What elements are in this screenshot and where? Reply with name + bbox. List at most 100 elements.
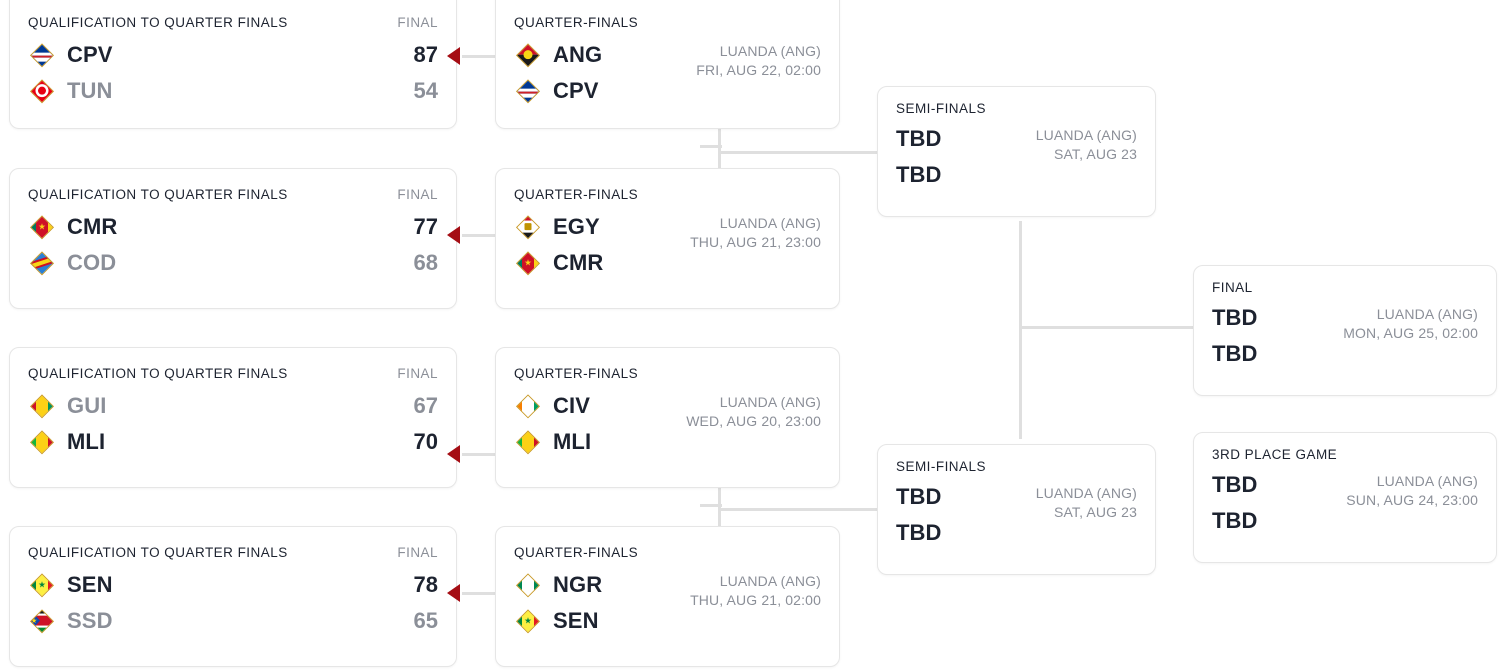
team-row: TBD — [1212, 303, 1258, 333]
team-abbr: CMR — [553, 250, 604, 275]
team-row[interactable]: GUI — [28, 391, 106, 421]
winner-arrow-icon — [447, 47, 460, 65]
team-row[interactable]: CPV — [514, 76, 602, 106]
score-row: 54 — [414, 76, 438, 106]
datetime: SUN, AUG 24, 23:00 — [1346, 492, 1478, 508]
match-card-quarter-final-2[interactable]: QUARTER-FINALS EGY CMR LUANDA (ANG) THU,… — [495, 168, 840, 309]
team-row[interactable]: CMR — [514, 248, 603, 278]
score-row: 70 — [414, 427, 438, 457]
team-row[interactable]: SEN — [28, 570, 113, 600]
score-list: 77 68 — [414, 212, 438, 278]
card-title: SEMI-FINALS — [896, 459, 986, 474]
team-abbr: NGR — [553, 572, 603, 597]
match-card-quarter-final-4[interactable]: QUARTER-FINALS NGR SEN LUANDA (ANG) THU,… — [495, 526, 840, 667]
card-header: QUALIFICATION TO QUARTER FINALS FINAL — [10, 527, 456, 560]
team-abbr: TBD — [1212, 472, 1258, 497]
match-card-quarter-final-3[interactable]: QUARTER-FINALS CIV MLI LUANDA (ANG) WED,… — [495, 347, 840, 488]
venue: LUANDA (ANG) — [719, 394, 821, 410]
team-row: TBD — [896, 482, 942, 512]
card-header: QUARTER-FINALS — [496, 348, 839, 381]
flag-icon-ngr — [514, 573, 542, 597]
card-body: EGY CMR LUANDA (ANG) THU, AUG 21, 23:00 — [496, 202, 839, 294]
score-column-header: FINAL — [397, 545, 438, 560]
score-row: 78 — [414, 570, 438, 600]
team-row[interactable]: CIV — [514, 391, 591, 421]
team-abbr: MLI — [67, 429, 106, 454]
card-body: CIV MLI LUANDA (ANG) WED, AUG 20, 23:00 — [496, 381, 839, 473]
card-title: QUALIFICATION TO QUARTER FINALS — [28, 15, 288, 30]
card-title: QUARTER-FINALS — [514, 15, 639, 30]
card-body: TBD TBD LUANDA (ANG) MON, AUG 25, 02:00 — [1194, 295, 1496, 385]
match-card-qualification-1[interactable]: QUALIFICATION TO QUARTER FINALS FINAL CP… — [9, 0, 457, 129]
team-row[interactable]: SEN — [514, 606, 602, 636]
match-card-final[interactable]: FINAL TBD TBD LUANDA (ANG) MON, AUG 25, … — [1193, 265, 1497, 396]
team-abbr: EGY — [553, 214, 600, 239]
score-row: 65 — [414, 606, 438, 636]
venue: LUANDA (ANG) — [719, 573, 821, 589]
score-row: 77 — [414, 212, 438, 242]
team-row[interactable]: CPV — [28, 40, 113, 70]
card-body: CPV TUN 87 54 — [10, 30, 456, 122]
flag-icon-civ — [514, 394, 542, 418]
match-card-qualification-3[interactable]: QUALIFICATION TO QUARTER FINALS FINAL GU… — [9, 347, 457, 488]
match-card-quarter-final-1[interactable]: QUARTER-FINALS ANG CPV LUANDA (ANG) FRI,… — [495, 0, 840, 129]
team-row[interactable]: TUN — [28, 76, 113, 106]
team-row[interactable]: ANG — [514, 40, 602, 70]
match-card-qualification-4[interactable]: QUALIFICATION TO QUARTER FINALS FINAL SE… — [9, 526, 457, 667]
team-abbr: TBD — [896, 162, 942, 187]
connector-qf3-qf4-join — [718, 487, 721, 539]
team-abbr: TBD — [896, 484, 942, 509]
flag-icon-ang — [514, 43, 542, 67]
match-card-semi-final-2[interactable]: SEMI-FINALS TBD TBD LUANDA (ANG) SAT, AU… — [877, 444, 1156, 575]
winner-arrow-icon — [447, 584, 460, 602]
team-row[interactable]: COD — [28, 248, 117, 278]
team-row: TBD — [896, 518, 942, 548]
flag-icon-cod — [28, 251, 56, 275]
card-header: QUALIFICATION TO QUARTER FINALS FINAL — [10, 0, 456, 30]
card-header: QUALIFICATION TO QUARTER FINALS FINAL — [10, 348, 456, 381]
team-abbr: ANG — [553, 42, 603, 67]
team-row: TBD — [1212, 339, 1258, 369]
team-row[interactable]: MLI — [514, 427, 591, 457]
card-title: QUALIFICATION TO QUARTER FINALS — [28, 545, 288, 560]
flag-icon-mli — [514, 430, 542, 454]
datetime: SAT, AUG 23 — [1054, 146, 1137, 162]
team-score: 78 — [413, 572, 438, 597]
score-row: 87 — [414, 40, 438, 70]
match-card-third-place[interactable]: 3RD PLACE GAME TBD TBD LUANDA (ANG) SUN,… — [1193, 432, 1497, 563]
team-abbr: CPV — [67, 42, 113, 67]
flag-icon-sen — [514, 609, 542, 633]
team-score: 65 — [413, 608, 438, 633]
match-card-qualification-2[interactable]: QUALIFICATION TO QUARTER FINALS FINAL CM… — [9, 168, 457, 309]
team-abbr: CPV — [553, 78, 599, 103]
connector-qf1-out — [700, 145, 722, 148]
card-title: QUALIFICATION TO QUARTER FINALS — [28, 187, 288, 202]
team-list: TBD TBD — [896, 124, 942, 190]
card-body: SEN SSD 78 65 — [10, 560, 456, 652]
match-meta: LUANDA (ANG) SAT, AUG 23 — [1036, 482, 1137, 520]
connector-qual1-to-qf1 — [462, 55, 497, 58]
datetime: MON, AUG 25, 02:00 — [1343, 325, 1478, 341]
team-row[interactable]: MLI — [28, 427, 106, 457]
team-row[interactable]: EGY — [514, 212, 603, 242]
venue: LUANDA (ANG) — [719, 215, 821, 231]
team-row[interactable]: CMR — [28, 212, 117, 242]
flag-icon-ssd — [28, 609, 56, 633]
card-body: TBD TBD LUANDA (ANG) SAT, AUG 23 — [878, 116, 1155, 206]
match-card-semi-final-1[interactable]: SEMI-FINALS TBD TBD LUANDA (ANG) SAT, AU… — [877, 86, 1156, 217]
team-row[interactable]: SSD — [28, 606, 113, 636]
connector-qual2-to-qf2 — [462, 234, 497, 237]
card-header: 3RD PLACE GAME — [1194, 433, 1496, 462]
card-title: QUARTER-FINALS — [514, 366, 639, 381]
team-abbr: TBD — [1212, 305, 1258, 330]
flag-icon-cpv — [28, 43, 56, 67]
team-row[interactable]: NGR — [514, 570, 602, 600]
connector-sf-to-final — [1019, 326, 1197, 329]
score-column-header: FINAL — [397, 15, 438, 30]
card-title: FINAL — [1212, 280, 1253, 295]
team-row: TBD — [1212, 506, 1258, 536]
datetime: SAT, AUG 23 — [1054, 504, 1137, 520]
flag-icon-gui — [28, 394, 56, 418]
connector-qual4-to-qf4 — [462, 592, 497, 595]
